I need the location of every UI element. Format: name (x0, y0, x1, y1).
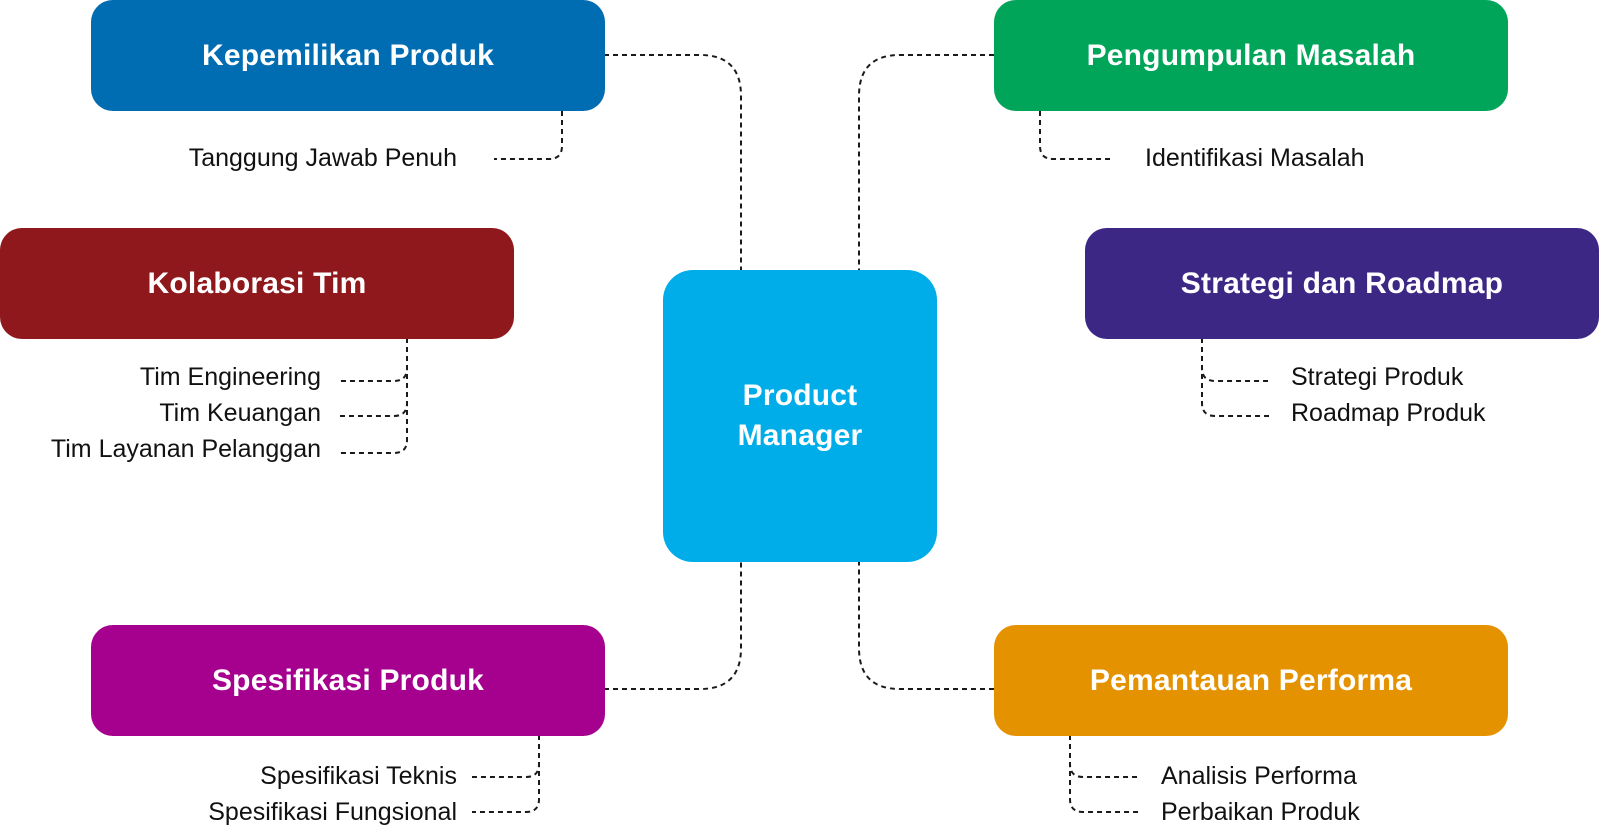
connector-tim-layanan (338, 338, 408, 454)
connector-spesifikasi-teknis (472, 735, 540, 778)
label-tim-engineering: Tim Engineering (139, 363, 321, 391)
label-analisis-performa: Analisis Performa (1161, 762, 1357, 790)
connector-tim-keuangan (338, 338, 408, 417)
label-roadmap-produk: Roadmap Produk (1291, 399, 1486, 427)
connector-perbaikan-produk (1069, 735, 1140, 813)
center-node-product-manager: Product Manager (663, 270, 937, 562)
node-pemantauan-performa: Pemantauan Performa (994, 625, 1508, 736)
label-identifikasi-masalah: Identifikasi Masalah (1145, 144, 1365, 172)
connector-pengumpulan (858, 54, 994, 270)
connector-spesifikasi-fungsional (472, 735, 540, 813)
node-kolaborasi-tim: Kolaborasi Tim (0, 228, 514, 339)
connector-tanggung-jawab (494, 111, 563, 160)
node-pengumpulan-masalah: Pengumpulan Masalah (994, 0, 1508, 111)
label-tim-keuangan: Tim Keuangan (159, 399, 321, 427)
label-spesifikasi-fungsional: Spesifikasi Fungsional (208, 798, 457, 826)
label-tim-layanan-pelanggan: Tim Layanan Pelanggan (50, 435, 321, 463)
label-perbaikan-produk: Perbaikan Produk (1161, 798, 1360, 826)
label-tanggung-jawab-penuh: Tanggung Jawab Penuh (188, 144, 457, 172)
label-strategi-produk: Strategi Produk (1291, 363, 1464, 391)
label-spesifikasi-teknis: Spesifikasi Teknis (260, 762, 457, 790)
connector-analisis-performa (1069, 735, 1140, 778)
connector-tim-engineering (338, 338, 408, 382)
node-kepemilikan-produk: Kepemilikan Produk (91, 0, 605, 111)
connector-spesifikasi (604, 562, 742, 690)
node-spesifikasi-produk: Spesifikasi Produk (91, 625, 605, 736)
connector-strategi-produk (1201, 338, 1272, 382)
connector-kepemilikan (604, 54, 742, 270)
node-strategi-dan-roadmap: Strategi dan Roadmap (1085, 228, 1599, 339)
connector-roadmap-produk (1201, 338, 1272, 417)
connector-pemantauan (858, 562, 994, 690)
connector-identifikasi (1039, 111, 1110, 160)
